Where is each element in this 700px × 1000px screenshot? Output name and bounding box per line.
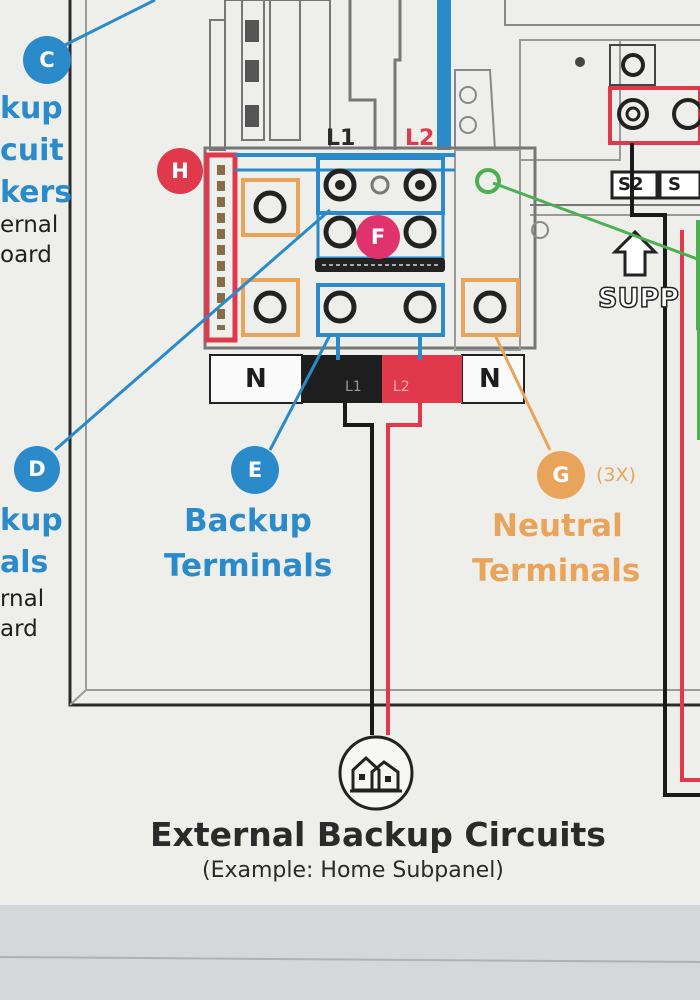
callout-h-letter: H: [171, 159, 189, 183]
backup-terminal-box: [316, 283, 445, 337]
l1-bar: [302, 355, 382, 403]
l2-bar-label: L2: [393, 379, 410, 395]
footer-title: External Backup Circuits: [150, 815, 606, 854]
supply-terminal-red: [608, 86, 700, 145]
d-label-line-2: als: [0, 545, 49, 580]
c-sub-line-2: oard: [0, 242, 52, 268]
l2-bar: [382, 355, 462, 403]
backup-terminals-line-2: Terminals: [164, 548, 333, 584]
neutral-right-box: [461, 354, 525, 404]
bus-l1-label: L1: [326, 126, 356, 151]
c-label-line-1: kup: [0, 91, 63, 126]
supply-arrow-icon: [611, 229, 659, 277]
s2-label: S2: [618, 174, 644, 195]
callout-d-badge: D: [14, 446, 60, 492]
c-label-line-2: cuit: [0, 133, 64, 168]
l1-bar-label: L1: [345, 379, 362, 395]
neutral-terminals-line-2: Terminals: [472, 553, 641, 589]
callout-g-letter: G: [552, 463, 570, 487]
blue-vertical-bus: [437, 0, 451, 150]
l1-wire: [343, 403, 374, 735]
home-subpanel-icon: [338, 735, 414, 811]
d-sub-line-2: ard: [0, 616, 38, 642]
callout-g-badge: G: [537, 451, 585, 499]
l2-wire: [386, 403, 422, 735]
d-label-line-1: kup: [0, 503, 63, 538]
backup-terminals-line-1: Backup: [184, 503, 312, 539]
metal-strip: [0, 905, 700, 1000]
callout-c-letter: C: [39, 48, 55, 72]
callout-f-letter: F: [370, 225, 386, 249]
neutral-right-label: N: [479, 364, 501, 394]
callout-d-letter: D: [28, 457, 46, 481]
neutral-left-box: [209, 354, 303, 404]
green-ground-marker: [475, 168, 501, 194]
callout-e-letter: E: [247, 458, 263, 482]
callout-e-badge: E: [231, 446, 279, 494]
s-partial-label: S: [668, 174, 681, 195]
callout-h-badge: H: [157, 148, 203, 194]
c-label-line-3: kers: [0, 175, 73, 210]
callout-c-badge: C: [23, 36, 71, 84]
c-sub-line-1: ernal: [0, 212, 59, 238]
d-sub-line-1: rnal: [0, 586, 45, 612]
neutral-terminals-line-1: Neutral: [492, 508, 623, 544]
callout-f-badge: F: [356, 215, 400, 259]
footer-subtitle: (Example: Home Subpanel): [202, 858, 504, 883]
callout-g-multiplier: (3X): [596, 464, 636, 486]
bus-l2-label: L2: [405, 126, 435, 151]
supply-label: SUPP: [597, 283, 679, 314]
neutral-left-label: N: [245, 364, 267, 394]
